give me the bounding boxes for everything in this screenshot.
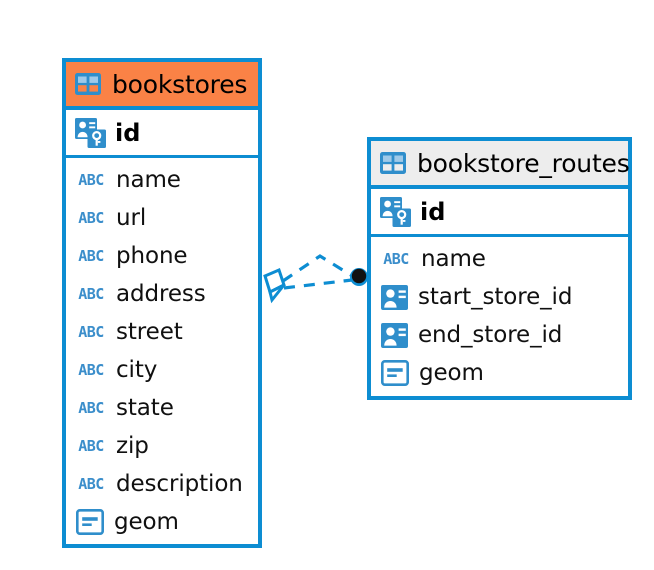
primary-key-icon	[75, 117, 106, 148]
abc-icon-text: ABC	[78, 246, 104, 265]
foreign-key-icon	[381, 322, 408, 348]
abc-icon-text: ABC	[78, 474, 104, 493]
abc-icon: ABC	[76, 475, 106, 493]
field-label: street	[116, 319, 183, 345]
abc-icon-text: ABC	[78, 360, 104, 379]
field-row[interactable]: ABC url	[66, 199, 258, 237]
abc-icon-text: ABC	[78, 398, 104, 417]
abc-icon: ABC	[76, 437, 106, 455]
geometry-icon	[381, 360, 409, 386]
diamond-marker	[263, 267, 286, 304]
abc-icon: ABC	[76, 209, 106, 227]
abc-icon: ABC	[76, 399, 106, 417]
entity-bookstores[interactable]: bookstores id	[62, 58, 262, 548]
field-row[interactable]: ABC zip	[66, 427, 258, 465]
abc-icon: ABC	[76, 323, 106, 341]
table-icon	[75, 73, 101, 95]
field-row[interactable]: ABC city	[66, 351, 258, 389]
field-list-bookstores: ABC name ABC url ABC phone ABC	[66, 158, 258, 541]
field-label: zip	[116, 433, 149, 459]
abc-icon: ABC	[381, 250, 411, 268]
field-row[interactable]: ABC phone	[66, 237, 258, 275]
field-label: address	[116, 281, 206, 307]
abc-icon-text: ABC	[78, 208, 104, 227]
field-label: city	[116, 357, 158, 383]
abc-icon: ABC	[76, 247, 106, 265]
table-icon	[380, 152, 406, 174]
primary-key-row-bookstores[interactable]: id	[66, 110, 258, 158]
abc-icon-text: ABC	[78, 170, 104, 189]
relationship-line-upper	[282, 254, 355, 283]
field-row[interactable]: ABC description	[66, 465, 258, 503]
abc-icon: ABC	[76, 361, 106, 379]
primary-key-label-bookstores: id	[115, 118, 141, 147]
abc-icon-text: ABC	[78, 436, 104, 455]
field-label: state	[116, 395, 174, 421]
field-row[interactable]: ABC name	[371, 240, 628, 278]
field-row[interactable]: ABC name	[66, 161, 258, 199]
field-label: url	[116, 205, 147, 231]
entity-title-bookstore-routes: bookstore_routes	[417, 148, 630, 178]
field-row[interactable]: start_store_id	[371, 278, 628, 316]
geometry-icon	[76, 509, 104, 535]
foreign-key-icon	[381, 284, 408, 310]
entity-bookstore-routes[interactable]: bookstore_routes id	[367, 137, 632, 400]
field-row[interactable]: ABC street	[66, 313, 258, 351]
filled-circle-marker	[350, 268, 368, 286]
primary-key-row-bookstore-routes[interactable]: id	[371, 189, 628, 237]
field-label: geom	[419, 360, 484, 386]
field-row[interactable]: end_store_id	[371, 316, 628, 354]
entity-header-bookstores[interactable]: bookstores	[66, 62, 258, 110]
abc-icon: ABC	[76, 285, 106, 303]
field-label: start_store_id	[418, 284, 573, 310]
entity-title-bookstores: bookstores	[112, 69, 248, 99]
entity-header-bookstore-routes[interactable]: bookstore_routes	[371, 141, 630, 189]
field-row[interactable]: ABC state	[66, 389, 258, 427]
field-row[interactable]: ABC address	[66, 275, 258, 313]
field-label: end_store_id	[418, 322, 563, 348]
abc-icon-text: ABC	[78, 322, 104, 341]
field-label: geom	[114, 509, 179, 535]
abc-icon-text: ABC	[78, 284, 104, 303]
primary-key-label-bookstore-routes: id	[420, 197, 446, 226]
field-row[interactable]: geom	[371, 354, 628, 392]
field-label: name	[116, 167, 181, 193]
primary-key-icon	[380, 196, 411, 227]
field-label: name	[421, 246, 486, 272]
field-label: description	[116, 471, 243, 497]
abc-icon: ABC	[76, 171, 106, 189]
field-row[interactable]: geom	[66, 503, 258, 541]
abc-icon-text: ABC	[383, 249, 409, 268]
field-label: phone	[116, 243, 188, 269]
relationship-line-lower	[283, 278, 353, 290]
field-list-bookstore-routes: ABC name start_store_id	[371, 237, 628, 392]
